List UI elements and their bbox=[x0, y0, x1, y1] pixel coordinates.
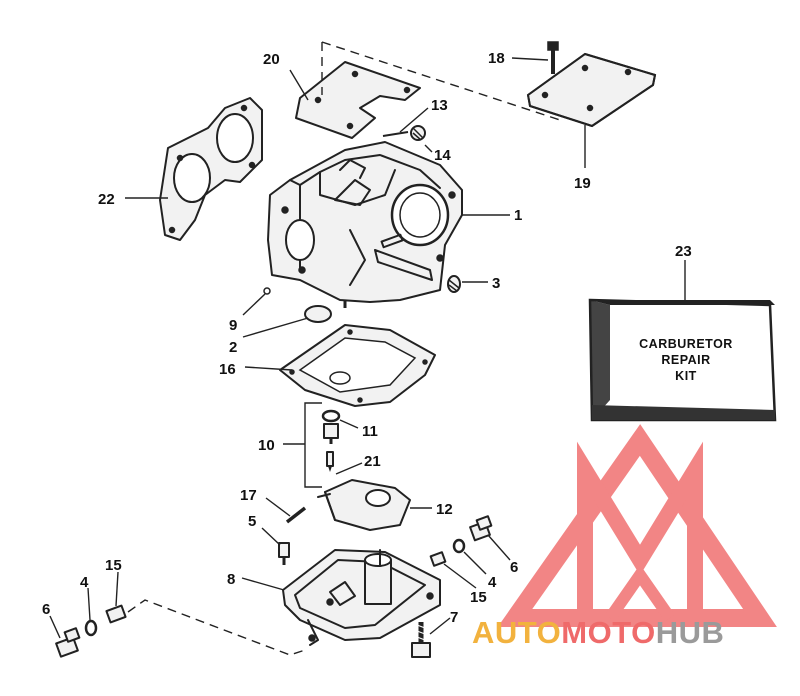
part-13-pin bbox=[382, 131, 409, 137]
callout-22: 22 bbox=[98, 191, 115, 208]
part-20-gasket bbox=[295, 61, 421, 139]
part-21-needle bbox=[326, 451, 334, 472]
callout-9: 9 bbox=[229, 317, 237, 334]
part-1-carburetor-body bbox=[267, 141, 463, 308]
part-9-ball bbox=[263, 287, 271, 295]
callout-16: 16 bbox=[219, 361, 236, 378]
part-2-disc bbox=[304, 305, 332, 323]
callout-15-left: 15 bbox=[105, 557, 122, 574]
bracket-10 bbox=[304, 402, 322, 488]
callout-7: 7 bbox=[450, 609, 458, 626]
callout-1: 1 bbox=[514, 207, 522, 224]
part-15-plug-left bbox=[105, 604, 127, 624]
part-7-bolt bbox=[411, 622, 431, 658]
part-11-ring bbox=[321, 409, 341, 423]
part-4-washer-left bbox=[84, 619, 98, 637]
watermark-moto: MOTO bbox=[561, 615, 655, 650]
part-6-plug-right bbox=[469, 515, 493, 542]
kit-label-line-1: CARBURETOR bbox=[639, 337, 733, 351]
part-14-screw bbox=[410, 125, 426, 141]
callout-21: 21 bbox=[364, 453, 381, 470]
part-10-needle-seat bbox=[323, 423, 339, 444]
alignment-line-2 bbox=[321, 41, 561, 121]
callout-3: 3 bbox=[492, 275, 500, 292]
part-19-cover-plate bbox=[526, 52, 657, 128]
callout-19: 19 bbox=[574, 175, 591, 192]
callout-12: 12 bbox=[436, 501, 453, 518]
drain-path bbox=[127, 599, 306, 656]
callout-8: 8 bbox=[227, 571, 235, 588]
callout-4-right: 4 bbox=[488, 574, 497, 591]
callout-6-left: 6 bbox=[42, 601, 50, 618]
kit-label-line-3: KIT bbox=[675, 369, 697, 383]
callout-4-left: 4 bbox=[80, 574, 89, 591]
part-17-pin bbox=[285, 506, 307, 524]
callout-2: 2 bbox=[229, 339, 237, 356]
leader-lines bbox=[49, 57, 686, 639]
part-15-jet-right bbox=[429, 551, 447, 567]
part-6-plug-left bbox=[55, 627, 81, 658]
callout-6-right: 6 bbox=[510, 559, 518, 576]
callout-15-right: 15 bbox=[470, 589, 487, 606]
part-12-float bbox=[317, 479, 411, 531]
kit-label-line-2: REPAIR bbox=[661, 353, 710, 367]
watermark-hub: HUB bbox=[656, 615, 725, 650]
watermark-logo bbox=[497, 424, 777, 627]
callout-11: 11 bbox=[362, 423, 378, 440]
callout-17: 17 bbox=[240, 487, 257, 504]
callout-20: 20 bbox=[263, 51, 280, 68]
part-8-float-bowl bbox=[282, 549, 441, 646]
part-16-bowl-gasket bbox=[279, 324, 436, 407]
part-4-washer-right bbox=[452, 538, 466, 554]
callout-23: 23 bbox=[675, 243, 692, 260]
part-22-flange-gasket bbox=[159, 97, 263, 241]
part-18-screw bbox=[547, 41, 559, 74]
part-5-jet bbox=[278, 542, 290, 565]
part-23-repair-kit-box bbox=[588, 298, 777, 422]
callout-13: 13 bbox=[431, 97, 448, 114]
callout-5: 5 bbox=[248, 513, 256, 530]
callout-10: 10 bbox=[258, 437, 275, 454]
part-3-screw bbox=[447, 275, 461, 293]
callout-18: 18 bbox=[488, 50, 505, 67]
watermark-text: AUTOMOTOHUB bbox=[472, 615, 724, 650]
callout-14: 14 bbox=[434, 147, 451, 164]
watermark-auto: AUTO bbox=[472, 615, 561, 650]
